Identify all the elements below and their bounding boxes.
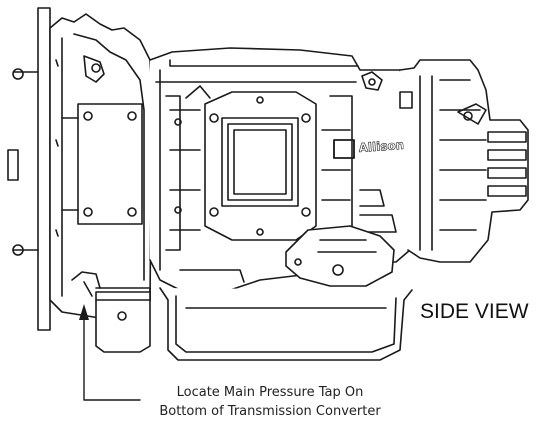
leader-arrow [79,304,141,401]
view-label: SIDE VIEW [420,300,529,323]
pressure-tap-callout: Locate Main Pressure Tap On Bottom of Tr… [120,383,420,421]
valve-bracket [285,225,395,287]
pressure-tap-block [71,271,151,353]
inspection-cover [204,91,317,241]
oil-pan [95,287,413,361]
rear-housing [359,59,529,263]
bell-housing [7,7,153,331]
callout-line-1: Locate Main Pressure Tap On [176,385,364,400]
callout-line-2: Bottom of Transmission Converter [159,404,381,419]
brand-emboss: Allison [333,138,405,159]
brand-label: Allison [358,138,404,155]
